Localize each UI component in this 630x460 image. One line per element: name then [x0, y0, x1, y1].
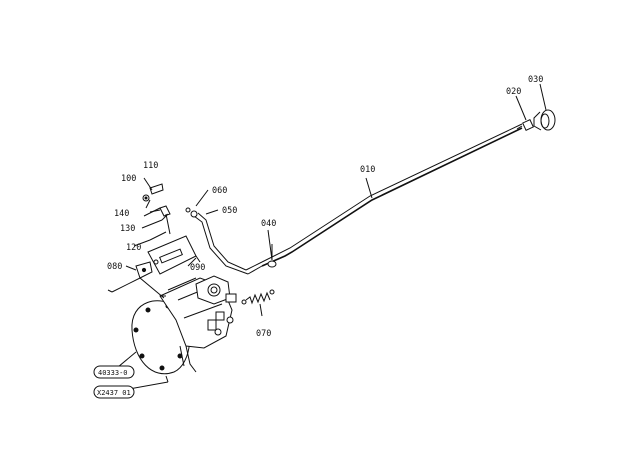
plate-120: [149, 213, 171, 241]
callout-140: 140: [114, 209, 129, 219]
ref-code-bottom: X2437 01: [97, 389, 131, 397]
callout-030: 030: [528, 75, 543, 85]
bracket-080: [135, 261, 153, 279]
callout-120: 120: [126, 243, 141, 253]
ref-badge-top: [93, 365, 135, 379]
callout-040: 040: [261, 219, 276, 229]
callout-090: 090: [190, 263, 205, 273]
callout-020: 020: [506, 87, 521, 97]
callout-080: 080: [107, 262, 122, 272]
ref-code-top: 40333-0: [98, 369, 128, 377]
rod-010: [245, 123, 523, 275]
pin-130: [141, 213, 169, 229]
knob-030: [533, 109, 556, 131]
callout-labels: 010 020 030 040 050 060 070 080 090 100 …: [107, 75, 543, 339]
bolt-110: [143, 177, 164, 195]
guide-lines: [107, 277, 165, 299]
ref-code-badges: 40333-0 X2437 01: [93, 365, 135, 399]
callout-070: 070: [256, 329, 271, 339]
callout-100: 100: [121, 174, 136, 184]
spring-070: [241, 289, 275, 317]
washer-100: [142, 194, 150, 202]
callout-010: 010: [360, 165, 375, 175]
bracket-090: [147, 235, 201, 275]
clip-040: [267, 229, 277, 268]
pump-assembly: [131, 275, 237, 375]
callout-130: 130: [120, 224, 135, 234]
callout-060: 060: [212, 186, 227, 196]
nut-020: [516, 119, 534, 131]
callout-050: 050: [222, 206, 237, 216]
callout-110: 110: [143, 161, 158, 171]
ref-badge-bottom: [93, 385, 135, 399]
link-rod-050: [185, 207, 249, 275]
